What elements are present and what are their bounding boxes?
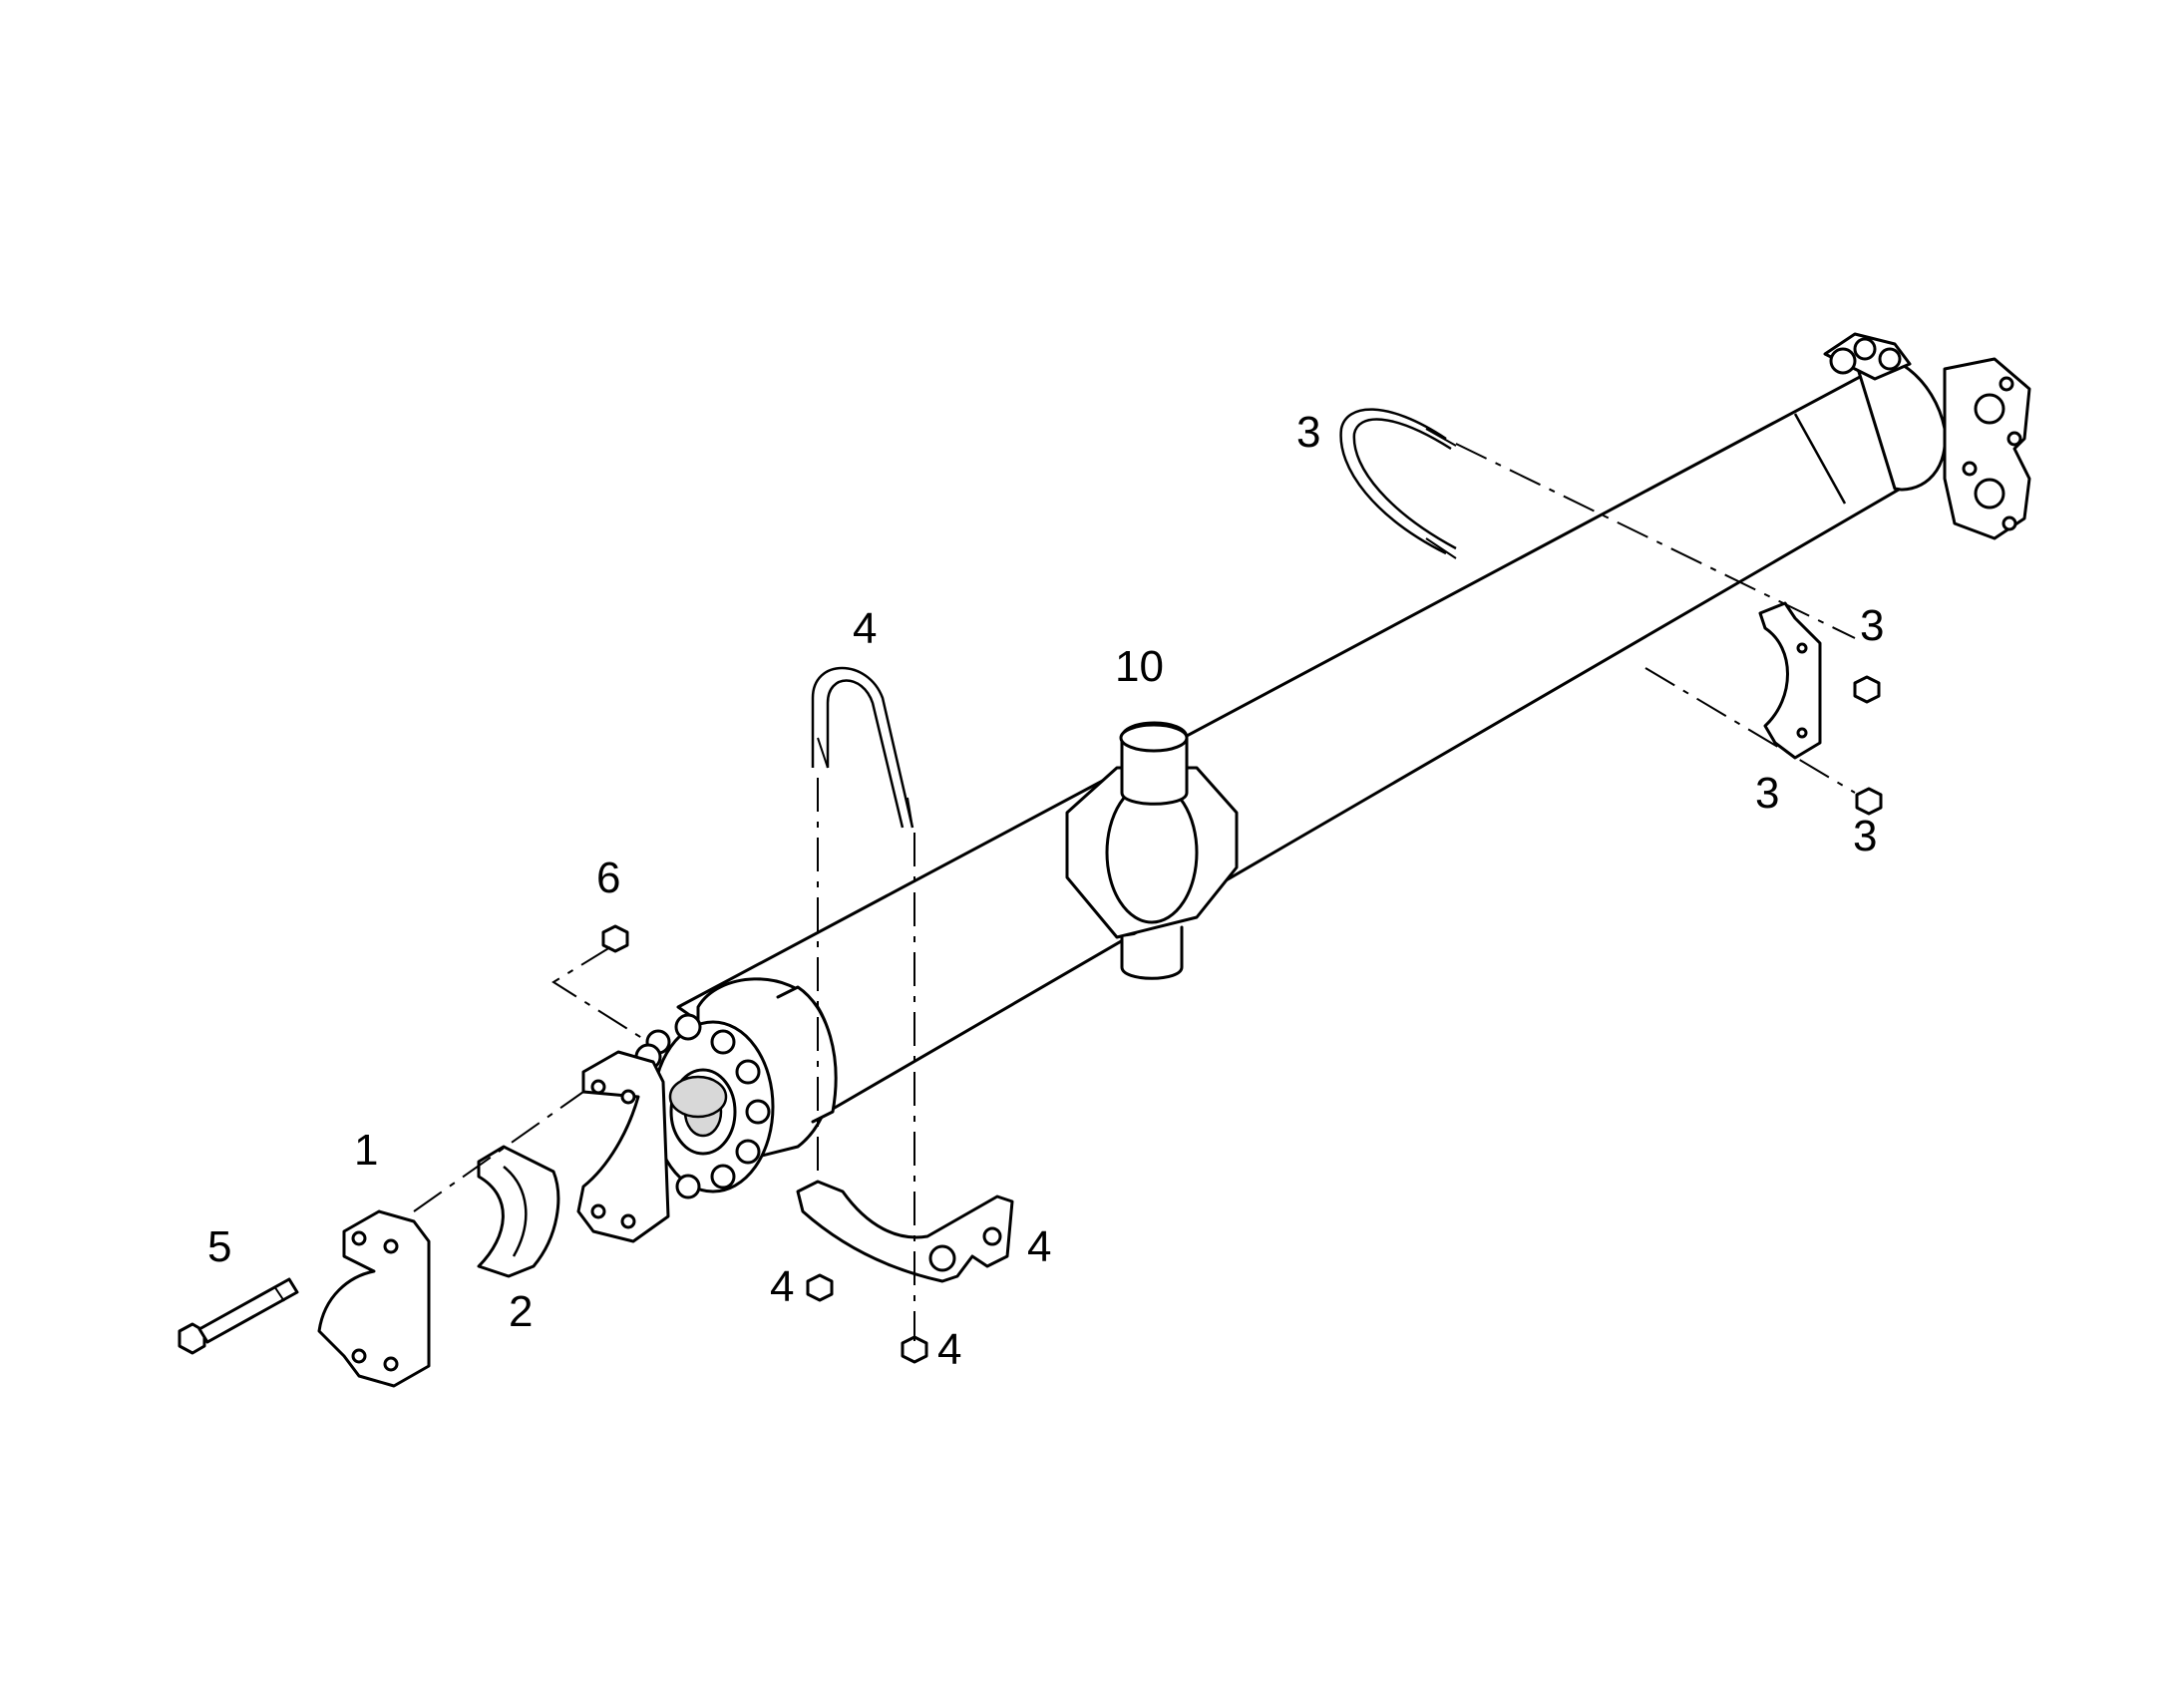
long-bolt [178,1277,299,1355]
front-gland [651,977,838,1194]
callout-2: 2 [509,1287,533,1336]
u-bolt-front [811,666,914,829]
lower-strap-bracket [796,1180,1014,1283]
callout-4-bracket: 4 [1027,1222,1051,1271]
piston-rod-end [668,1075,728,1119]
callout-4-top: 4 [853,604,877,653]
callout-3-top: 3 [1296,408,1320,457]
callout-10: 10 [1115,642,1164,691]
cylinder-barrel [676,367,1937,1114]
rear-nut-lower [1855,787,1883,816]
callout-4-nut-left: 4 [770,1262,794,1311]
trunnion-block [1065,721,1239,980]
front-nut-left [806,1273,834,1302]
clamp-half-inner [576,1050,670,1243]
assembly-lines [413,443,1856,1341]
nut-item-6 [601,924,629,953]
callout-labels: 1 2 3 3 3 3 4 4 4 4 5 6 10 [207,408,1884,1374]
callout-4-nut-right: 4 [937,1325,961,1374]
rear-end-cap [1823,332,1947,492]
callout-3-bracket: 3 [1755,769,1779,818]
callout-6: 6 [596,854,620,902]
rear-nut-upper [1853,675,1881,704]
callout-1: 1 [354,1126,378,1175]
callout-3-right-upper: 3 [1860,601,1884,650]
u-bolt-rear [1339,408,1457,559]
callout-5: 5 [207,1222,231,1271]
rear-flange-plate [1943,357,2031,540]
callout-3-right-lower: 3 [1853,812,1877,860]
clamp-half-outer [317,1209,431,1388]
rear-clamp-bracket [1758,601,1822,760]
bearing-shell [477,1145,560,1278]
